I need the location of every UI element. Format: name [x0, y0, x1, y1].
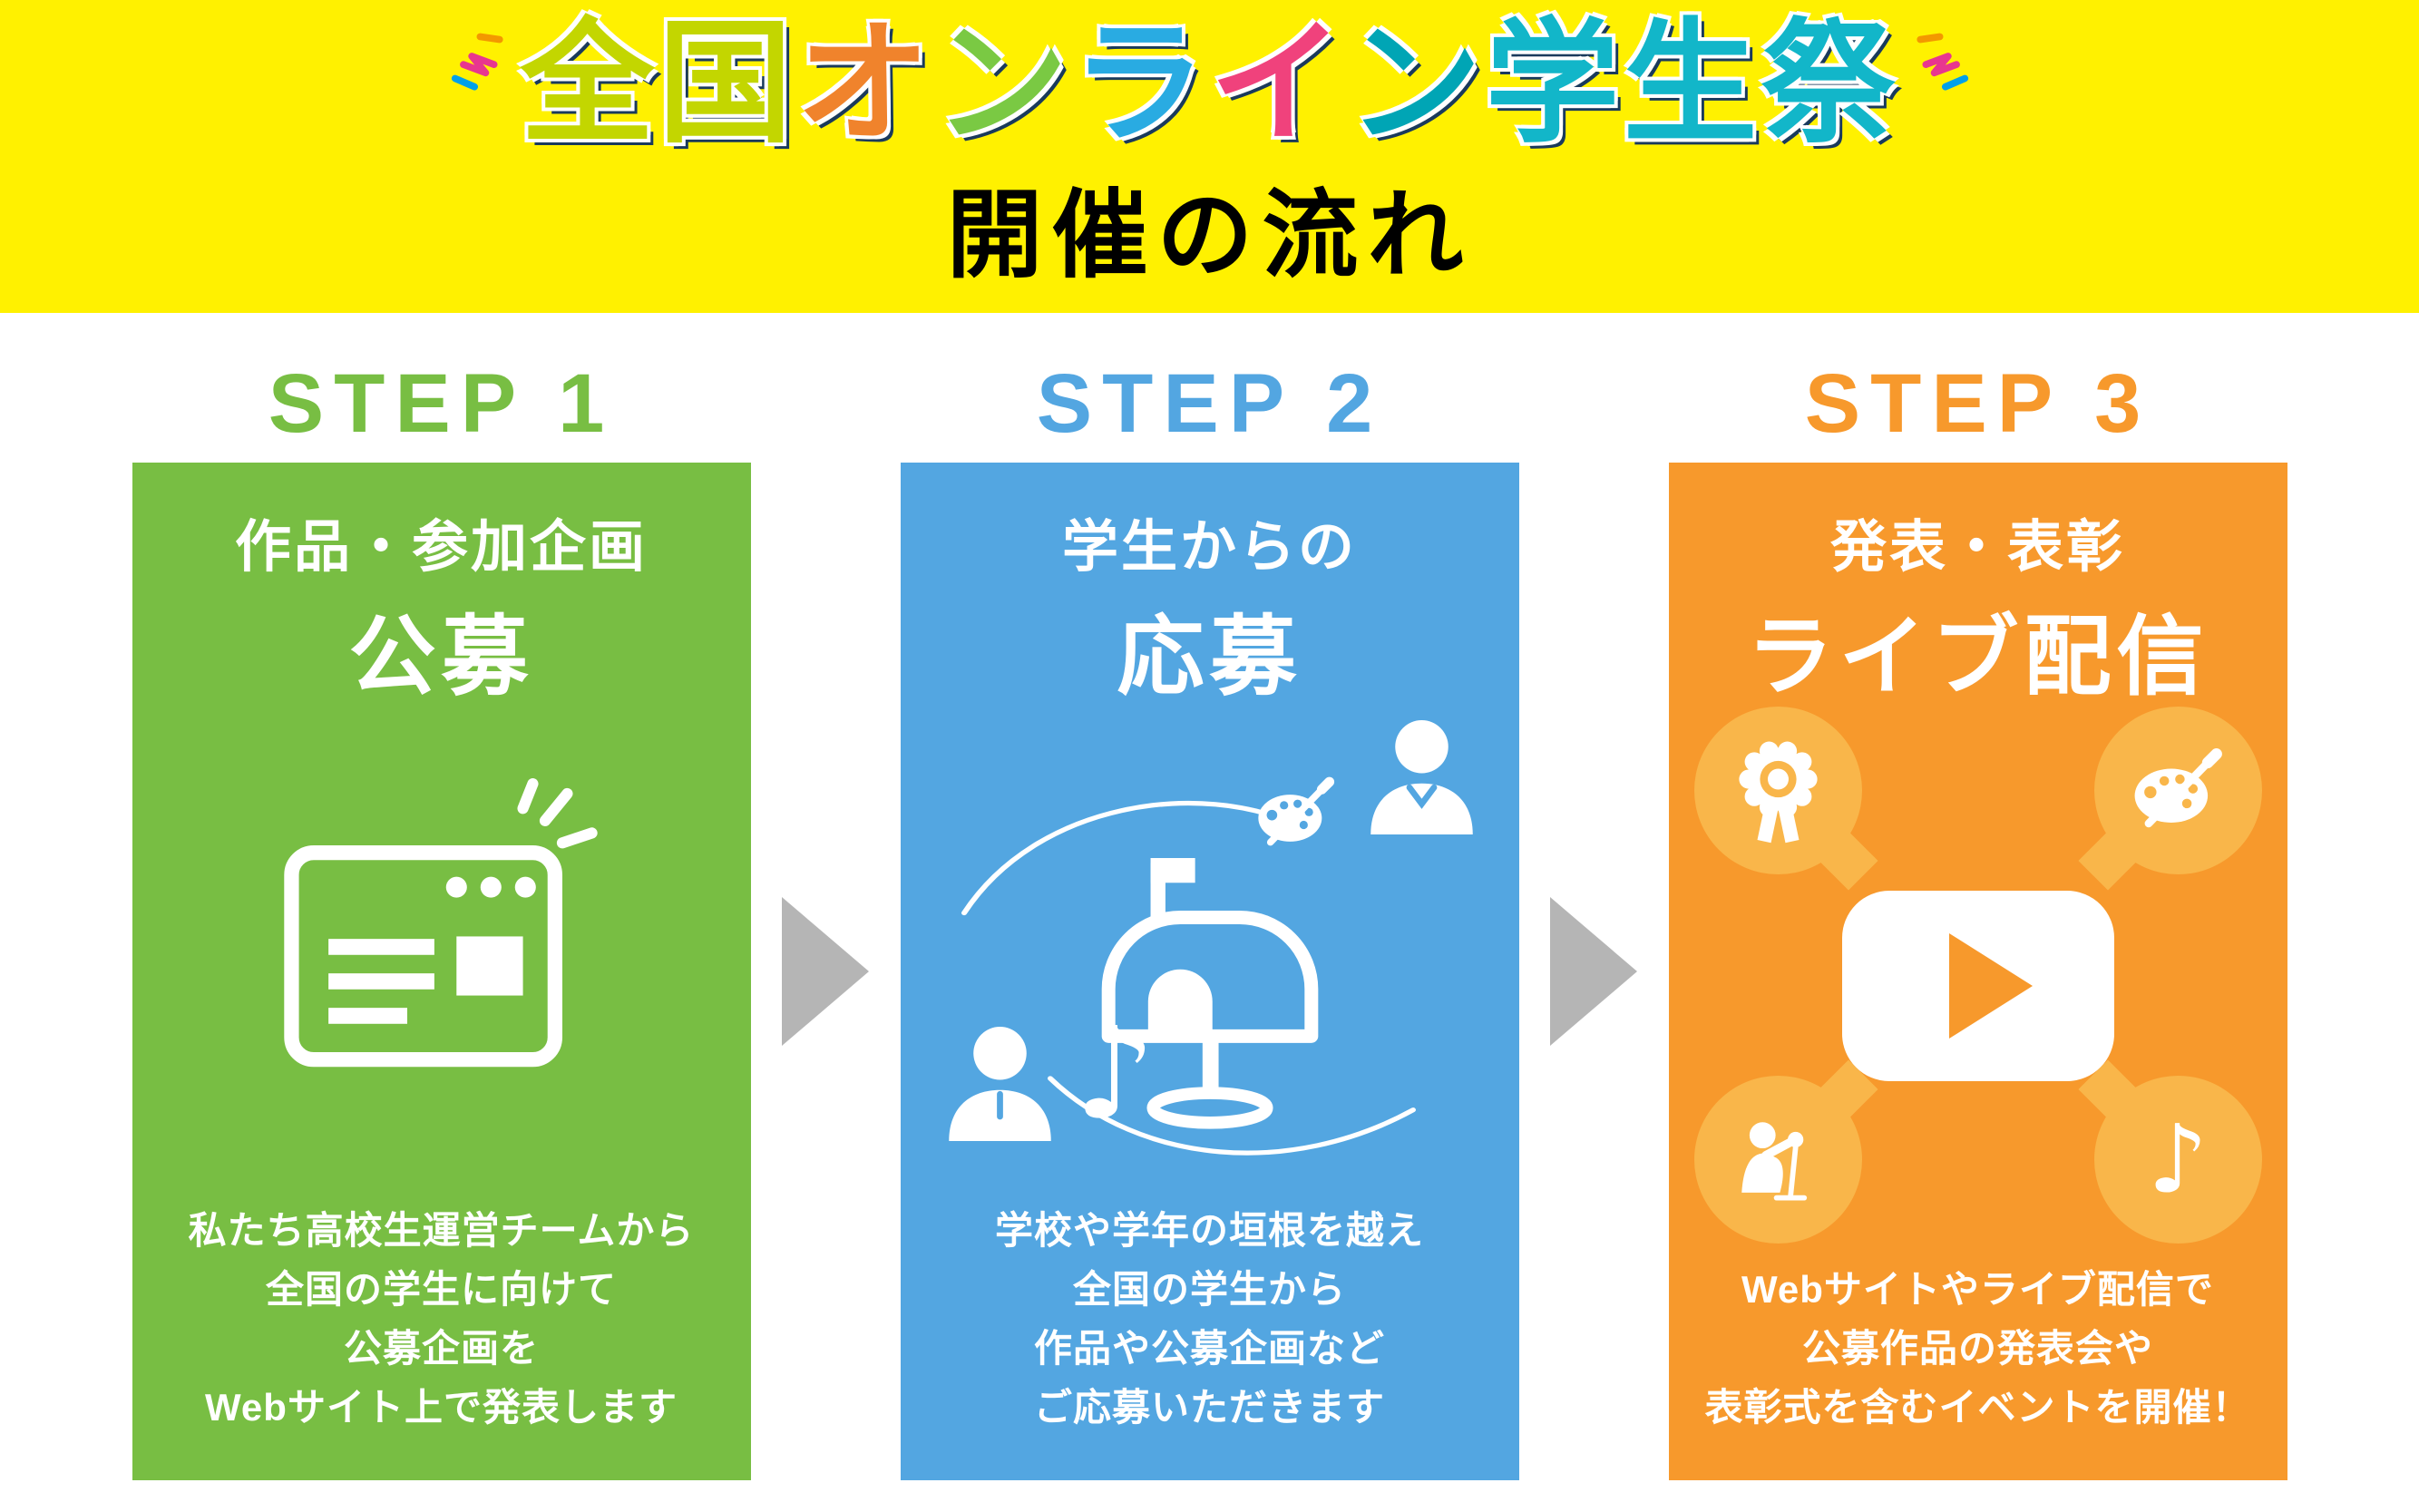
music-badge: ♪	[2077, 1059, 2262, 1244]
logo-text-segment: ン	[1347, 8, 1486, 159]
step3-column: STEP 3 発表・表彰 ライブ配信	[1668, 357, 2287, 1480]
sparkle-icon-left	[451, 33, 503, 90]
logo-text-segment: ラ	[1071, 8, 1210, 159]
step2-title-main: 応募	[1117, 609, 1302, 706]
award-badge	[1693, 707, 1878, 891]
flow-curves	[961, 800, 1416, 1156]
logo-text-segment: イ	[1209, 8, 1348, 159]
logo-text-segment: 全国	[520, 8, 796, 159]
step3-header: STEP 3	[1804, 357, 2151, 450]
banner: 全国 オ ン ラ イ ン 学生祭 開催の流れ	[0, 0, 2419, 313]
art-badge	[2077, 707, 2262, 891]
palette-icon	[1257, 776, 1334, 846]
page-title: 開催の流れ	[946, 181, 1473, 289]
steps-flow: STEP 1 作品・参加企画 公募	[0, 313, 2419, 1480]
live-stream-play-icon	[1841, 890, 2114, 1081]
step1-title-sub: 作品・参加企画	[234, 516, 648, 579]
palette-icon	[2134, 748, 2222, 828]
sparkle-icon-right	[1916, 33, 1968, 90]
arrow-column	[751, 358, 901, 1480]
student-icon-female	[1370, 720, 1473, 834]
website-browser-icon	[283, 778, 598, 1068]
step2-header: STEP 2	[1036, 357, 1383, 450]
logo-text-segment: 学生祭	[1485, 8, 1899, 159]
step1-card: 作品・参加企画 公募	[132, 463, 751, 1480]
step1-title-main: 公募	[348, 609, 534, 706]
step1-icon-area	[132, 712, 751, 1201]
singer-icon	[1741, 1122, 1807, 1201]
step3-title-main: ライブ配信	[1746, 609, 2209, 706]
student-icon-male	[948, 1027, 1051, 1141]
step1-description: 私たち高校生運営チームから 全国の学生に向けて 公募企画を Webサイト上で発表…	[188, 1208, 695, 1429]
music-note-icon: ♪	[1074, 1000, 1156, 1148]
step3-icon-area: ♪	[1669, 707, 2287, 1260]
step3-title-sub: 発表・表彰	[1829, 516, 2125, 579]
step2-icon-area: ♪	[901, 712, 1519, 1201]
step2-description: 学校や学年の垣根を越え 全国の学生から 作品や公募企画など ご応募いただきます	[994, 1208, 1424, 1429]
performance-badge	[1693, 1059, 1878, 1244]
step3-description: Webサイトやライブ配信で 公募作品の発表会や 表彰式を含むイベントを開催！	[1704, 1267, 2251, 1429]
step1-column: STEP 1 作品・参加企画 公募	[132, 357, 751, 1480]
award-rosette-icon	[1738, 741, 1818, 844]
logo-text-segment: オ	[795, 8, 934, 159]
logo-text-segment: ン	[933, 8, 1072, 159]
arrow-right-icon	[1550, 897, 1637, 1046]
step1-header: STEP 1	[268, 357, 615, 450]
step2-column: STEP 2 学生からの 応募	[900, 357, 1519, 1480]
event-logo: 全国 オ ン ラ イ ン 学生祭	[424, 8, 1995, 159]
music-note-icon: ♪	[2147, 1104, 2209, 1215]
step2-card: 学生からの 応募	[900, 463, 1519, 1480]
step2-title-sub: 学生からの	[1061, 516, 1357, 579]
arrow-right-icon	[782, 897, 869, 1046]
step3-card: 発表・表彰 ライブ配信	[1668, 463, 2287, 1480]
arrow-column	[1519, 358, 1669, 1480]
mailbox-icon	[1101, 858, 1318, 1129]
